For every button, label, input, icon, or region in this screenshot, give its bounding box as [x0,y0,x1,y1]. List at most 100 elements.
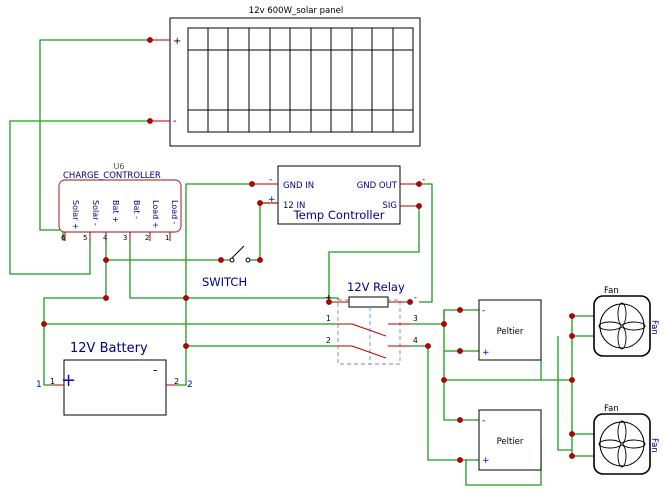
wire-bat-plus [43,240,107,386]
charge-controller-pins: Solar + 6 Solar - 5 Bat + 4 Bat - 3 Load… [61,200,179,242]
relay-plus: + [325,293,332,302]
wire-bat-minus [129,240,339,300]
peltier-2-minus: - [482,416,485,426]
wire-solar-plus [39,39,150,241]
solar-panel-plus: + [173,36,181,47]
fan-1-top-label: Fan [604,286,619,296]
fan-1-ring [599,303,645,349]
wire-gnd-out [419,183,433,303]
relay-minus: - [414,293,417,302]
peltier-2-label: Peltier [497,437,524,447]
temp-controller-minus-right: - [422,175,425,185]
wire-fan-bus2 [557,336,572,451]
wires [9,39,594,486]
cc-pin-bat-minus-label: Bat - [132,200,141,219]
battery-pin-right: 2 [174,377,179,386]
solar-panel-frame [169,17,421,147]
battery-pin-left: 1 [50,377,55,386]
battery-pin-right-outer: 2 [187,380,193,390]
junction-dots [41,37,575,463]
relay-pin-4: 4 [413,336,418,345]
peltier-2-plus: + [482,456,490,466]
switch-label: SWITCH [202,275,247,289]
wire-gnd-in [176,183,252,386]
peltier-1: Peltier - + [478,299,542,361]
temp-controller-plus-left: + [268,195,276,205]
cc-pin-bat-plus-label: Bat + [111,200,120,223]
solar-panel-cells [187,27,414,133]
fan-1-frame [593,295,651,357]
relay-pin-1: 1 [326,314,331,323]
cc-pin-5-num: 5 [83,234,87,242]
battery-pin-left-outer: 1 [36,380,42,390]
battery-plus: + [61,370,76,391]
solar-panel-label: 12v 600W_solar panel [249,6,343,16]
peltier-1-minus: - [482,306,485,316]
wire-peltier-bus-left [443,310,479,421]
temp-controller-minus-left: - [269,175,272,185]
fan-2-frame [593,413,651,475]
fan-2-top-label: Fan [604,404,619,414]
charge-controller-body [58,179,182,233]
relay-pin-3: 3 [413,314,418,323]
cc-pin-6-num: 6 [61,234,66,242]
peltier-2: Peltier - + [478,409,542,471]
temp-controller-sig: SIG [383,201,398,211]
battery-minus: - [153,363,157,377]
switch-lever [231,245,245,259]
peltier-2-body [478,409,542,471]
fan-1-side-label: Fan [649,320,659,335]
cc-pin-1: Solar + 6 [61,200,80,242]
battery-body [63,359,167,416]
solar-panel: 12v 600W_solar panel + - [150,6,421,147]
cc-pin-1-num: 1 [165,234,169,242]
switch: SWITCH [202,245,260,289]
cc-pin-load-minus-label: Load - [170,200,179,225]
temp-controller-name: Temp Controller [293,208,385,222]
fan-2-side-label: Fan [649,438,659,453]
fan-1: Fan Fan [593,286,659,357]
temp-controller: GND IN 12 IN GND OUT SIG Temp Controller… [252,165,425,225]
charge-controller-name: CHARGE_CONTROLLER [63,171,161,181]
cc-pin-load-plus-label: Load + [151,200,160,228]
relay-contact-1 [351,323,387,337]
cc-pin-6: Load - 1 [165,200,179,242]
relay-pin-2: 2 [326,336,331,345]
solar-panel-grid [188,28,413,132]
relay-name: 12V Relay [347,280,405,294]
cc-pin-solar-plus-label: Solar + [71,200,80,230]
solar-panel-minus: - [173,116,177,127]
peltier-1-body [478,299,542,361]
relay-outline [337,299,401,365]
cc-pin-4-num: 4 [103,234,108,242]
wire-solar-minus [9,120,150,275]
relay-coil [348,296,389,308]
wire-fan-bus [571,316,594,457]
cc-pin-2: Solar - 5 [83,200,100,242]
temp-controller-body [277,165,401,225]
peltier-1-label: Peltier [497,327,524,337]
temp-controller-12-in: 12 IN [283,201,305,211]
charge-controller-ref: U6 [114,162,125,171]
temp-controller-gnd-in: GND IN [283,181,314,191]
relay: 12V Relay - + 1 2 3 4 [325,280,418,365]
fan-1-blades-icon [598,302,646,350]
fan-2: Fan Fan [593,404,659,475]
cc-pin-3-num: 3 [123,234,127,242]
peltier-1-plus: + [482,348,490,358]
switch-contact-right [245,257,251,263]
wire-switch-out [259,202,278,260]
switch-contact-left [229,257,235,263]
relay-contact-2 [351,345,387,359]
wire-sig [328,206,420,300]
fan-2-blades-icon [598,420,646,468]
cc-pin-2-num: 2 [145,234,149,242]
cc-pin-3: Bat + 4 [103,200,120,242]
charge-controller: U6 CHARGE_CONTROLLER Solar + 6 Solar - 5… [58,162,182,242]
wire-relay4 [410,345,479,461]
fan-2-ring [599,421,645,467]
temp-controller-gnd-out: GND OUT [357,181,398,191]
cc-pin-5: Load + 2 [145,200,160,242]
cc-pin-4: Bat - 3 [123,200,141,242]
